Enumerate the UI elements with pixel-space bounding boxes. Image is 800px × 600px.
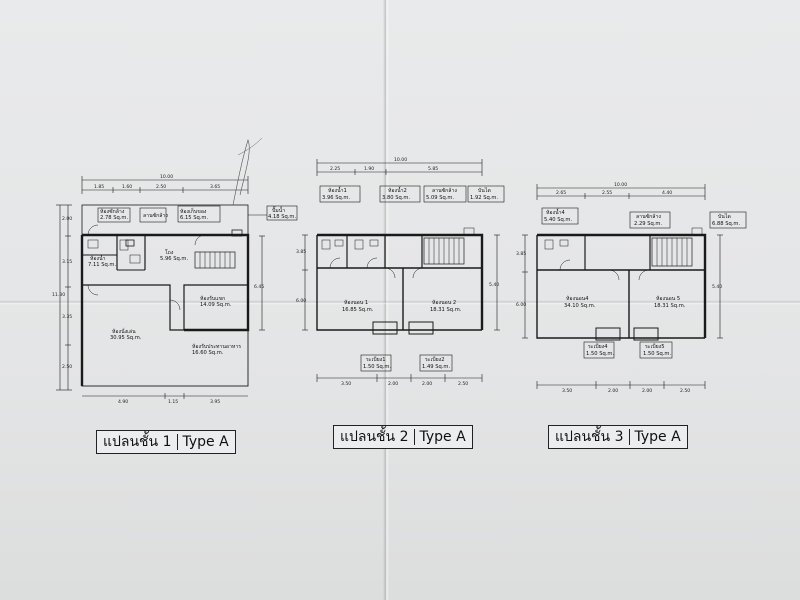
plan-2-dim-right: 5.40 (489, 282, 499, 288)
plan-2-dim-top: 2.25 (330, 166, 340, 172)
plan-1-dim-bottom: 4.90 (118, 399, 128, 405)
plan-1-room-area: 6.15 Sq.m. (180, 215, 208, 221)
plan-2-drawing (302, 159, 505, 382)
plan-3-room-area: 6.88 Sq.m. (712, 221, 740, 227)
plan-3-dim-left: 3.85 (516, 251, 526, 257)
plan-1-room-name: ห้องเก็บของ (180, 207, 207, 215)
plan-3-dim-top: 2.65 (556, 190, 566, 196)
plan-2-room-area: 3.80 Sq.m. (382, 195, 410, 201)
plan-1-room-name: โถง (165, 249, 174, 256)
plan-1-room-area: 4.18 Sq.m. (268, 214, 296, 220)
plan-2-room-area: 1.92 Sq.m. (470, 195, 498, 201)
plan-1-room-area: 7.11 Sq.m. (88, 262, 116, 268)
plan-3-dim-bottom: 2.00 (608, 388, 618, 394)
plan-1-room-area: 14.09 Sq.m. (200, 302, 232, 308)
plan-2-dim-bottom: 2.00 (388, 381, 398, 387)
plan-3-room-name: ลานซักล้าง (636, 213, 661, 220)
plan-3-room-name: บันได (718, 212, 731, 220)
plan-3-room-name: ห้องนอน4 (566, 295, 589, 302)
plan-3-room-name: ห้องน้ำ4 (546, 208, 566, 216)
plan-1-room-name: ห้องน้ำ (90, 254, 106, 262)
plan-1-room-area: 5.96 Sq.m. (160, 256, 188, 262)
plan-1-dim-left: 3.15 (62, 259, 72, 265)
plan-2-title-thai: แปลนชั้น 2 (340, 429, 409, 445)
paper-fold-horizontal (0, 300, 800, 305)
plan-1-room-name: ห้องรับประทานอาหาร (192, 343, 241, 350)
plan-2-room-name: ห้องนอน 1 (344, 299, 368, 306)
plan-2-dim-left: 6.00 (296, 298, 306, 304)
plan-1-room-name: ห้องนั่งเล่น (112, 328, 136, 335)
plan-3-drawing (522, 184, 747, 389)
plan-2-room-name: ห้องน้ำ1 (328, 186, 347, 194)
plan-3-room-area: 1.50 Sq.m. (586, 351, 614, 357)
plan-2-title-type: Type A (419, 429, 466, 445)
plan-3-room-name: ห้องนอน 5 (656, 295, 680, 302)
plan-2-room-name: ระเบียง1 (366, 356, 386, 363)
plan-3-dim-right: 5.40 (712, 284, 722, 290)
plan-2-dim-left: 3.85 (296, 249, 306, 255)
plan-2-room-area: 3.96 Sq.m. (322, 195, 350, 201)
plan-3-room-area: 34.10 Sq.m. (564, 303, 596, 309)
plan-2-dim-top: 1.90 (364, 166, 374, 172)
plan-3-room-area: 18.31 Sq.m. (654, 303, 686, 309)
plan-1-dim-top: 3.65 (210, 184, 220, 190)
plan-2-title: แปลนชั้น 2 Type A (333, 425, 473, 449)
plan-2-room-area: 18.31 Sq.m. (430, 307, 462, 313)
plan-2-room-area: 16.85 Sq.m. (342, 307, 374, 313)
plan-1-room-name: ห้องรับแขก (200, 295, 225, 302)
plan-1-room-area: 2.78 Sq.m. (100, 215, 128, 221)
plan-1-dim-left: 11.30 (52, 292, 65, 298)
plan-3-dim-top-total: 10.00 (614, 182, 627, 188)
plan-2-room-area: 1.49 Sq.m. (422, 364, 450, 370)
plan-2-room-name: ลานซักล้าง (432, 187, 457, 194)
plan-1-drawing (56, 137, 298, 399)
plan-1-dim-top: 2.50 (156, 184, 166, 190)
plan-3-room-area: 5.40 Sq.m. (544, 217, 572, 223)
plan-3-room-name: ระเบียง4 (588, 343, 608, 350)
plan-2-room-name: ห้องน้ำ2 (388, 186, 407, 194)
plan-3-dim-bottom: 2.00 (642, 388, 652, 394)
plan-2-room-name: บันได (478, 186, 491, 194)
plan-3-dim-bottom: 3.50 (562, 388, 572, 394)
plan-3-title-thai: แปลนชั้น 3 (555, 429, 624, 445)
plan-1-dim-bottom: 1.15 (168, 399, 178, 405)
plan-3-room-area: 1.50 Sq.m. (643, 351, 671, 357)
plan-2-dim-top-total: 10.00 (394, 157, 407, 163)
plan-2-room-area: 5.09 Sq.m. (426, 195, 454, 201)
plan-1-dim-left: 3.35 (62, 314, 72, 320)
plan-1-title-type: Type A (182, 434, 229, 450)
plan-3-room-area: 2.29 Sq.m. (634, 221, 662, 227)
plan-3-dim-top: 2.55 (602, 190, 612, 196)
plan-2-room-area: 1.50 Sq.m. (363, 364, 391, 370)
plan-3-room-name: ระเบียง5 (645, 343, 665, 350)
plan-1-room-name: ห้องซักล้าง (100, 208, 125, 215)
plan-1-dim-top-total: 10.00 (160, 174, 173, 180)
plan-3-dim-bottom: 2.50 (680, 388, 690, 394)
plan-1-dim-left: 2.50 (62, 364, 72, 370)
plan-1-room-name: ลานซักล้าง (143, 212, 168, 219)
plan-1-room-area: 16.60 Sq.m. (192, 350, 224, 356)
plan-1-title-thai: แปลนชั้น 1 (103, 434, 172, 450)
plan-2-dim-bottom: 3.50 (341, 381, 351, 387)
plan-3-title-type: Type A (634, 429, 681, 445)
plan-2-dim-top: 5.85 (428, 166, 438, 172)
plan-2-dim-bottom: 2.00 (422, 381, 432, 387)
plan-1-dim-right: 6.45 (254, 284, 264, 290)
plan-1-room-name: ปั๊มน้ำ (272, 206, 285, 214)
plan-1-dim-top: 1.60 (122, 184, 132, 190)
plan-2-room-name: ระเบียง2 (425, 356, 445, 363)
plan-3-title: แปลนชั้น 3 Type A (548, 425, 688, 449)
plan-1-dim-bottom: 3.95 (210, 399, 220, 405)
plan-3-dim-top: 4.40 (662, 190, 672, 196)
plan-3-dim-left: 6.00 (516, 302, 526, 308)
plan-1-room-area: 30.95 Sq.m. (110, 335, 142, 341)
plan-1-title: แปลนชั้น 1 Type A (96, 430, 236, 454)
plan-1-dim-top: 1.85 (94, 184, 104, 190)
plan-2-dim-bottom: 2.50 (458, 381, 468, 387)
plan-1-dim-left: 2.00 (62, 216, 72, 222)
plan-2-room-name: ห้องนอน 2 (432, 299, 456, 306)
